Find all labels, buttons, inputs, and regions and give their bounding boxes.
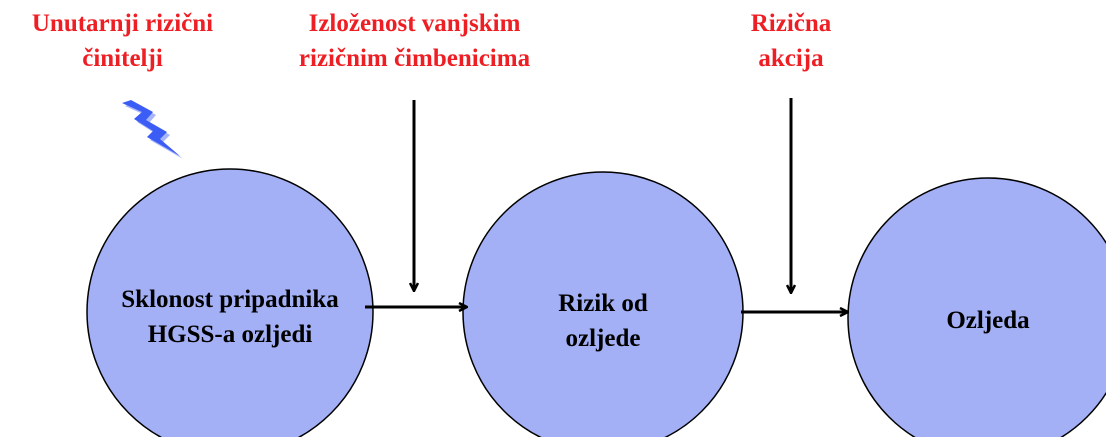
node-injury-circle: [847, 177, 1106, 437]
external-exposure-label-line1: Izloženost vanjskim: [308, 10, 521, 37]
node-propensity-circle: [86, 168, 374, 437]
lightning-bolt-icon: [122, 100, 183, 159]
node-propensity-line2: HGSS-a ozljedi: [147, 321, 313, 348]
node-injury-line1: Ozljeda: [946, 307, 1030, 334]
internal-factors-label-line1: Unutarnji rizični: [31, 10, 214, 37]
node-risk-line1: Rizik od: [558, 290, 648, 317]
risk-action-label: Rizična akcija: [721, 6, 861, 76]
risk-action-label-line2: akcija: [758, 45, 824, 72]
node-injury-text: Ozljeda: [908, 303, 1068, 338]
internal-factors-label: Unutarnji rizični činitelji: [10, 6, 235, 76]
node-propensity-line1: Sklonost pripadnika: [121, 286, 339, 313]
external-exposure-label: Izloženost vanjskim rizičnim čimbenicima: [277, 6, 552, 76]
node-risk-line2: ozljede: [565, 325, 641, 352]
risk-action-label-line1: Rizična: [750, 10, 832, 37]
internal-factors-label-line2: činitelji: [82, 45, 163, 72]
external-exposure-label-line2: rizičnim čimbenicima: [298, 45, 531, 72]
node-propensity-text: Sklonost pripadnika HGSS-a ozljedi: [90, 282, 370, 352]
node-risk-text: Rizik od ozljede: [533, 286, 673, 356]
